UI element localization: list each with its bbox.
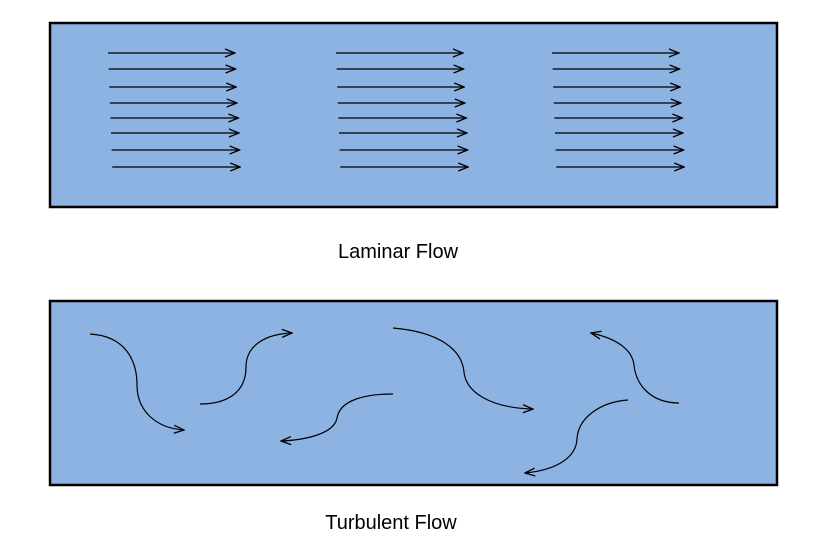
turbulent-caption: Turbulent Flow: [325, 512, 457, 534]
eddy-arrow: [89, 333, 184, 430]
eddy-arrow: [525, 399, 629, 473]
laminar-caption: Laminar Flow: [338, 241, 459, 263]
laminar-channel: [48, 21, 779, 209]
eddy-arrow: [392, 327, 533, 409]
eddy-arrow: [281, 393, 394, 441]
eddy-arrow: [591, 333, 680, 404]
eddy-arrow: [199, 333, 292, 405]
laminar-arrows: [108, 53, 684, 167]
turbulent-arrows: [89, 327, 680, 473]
turbulent-channel: [48, 299, 779, 487]
